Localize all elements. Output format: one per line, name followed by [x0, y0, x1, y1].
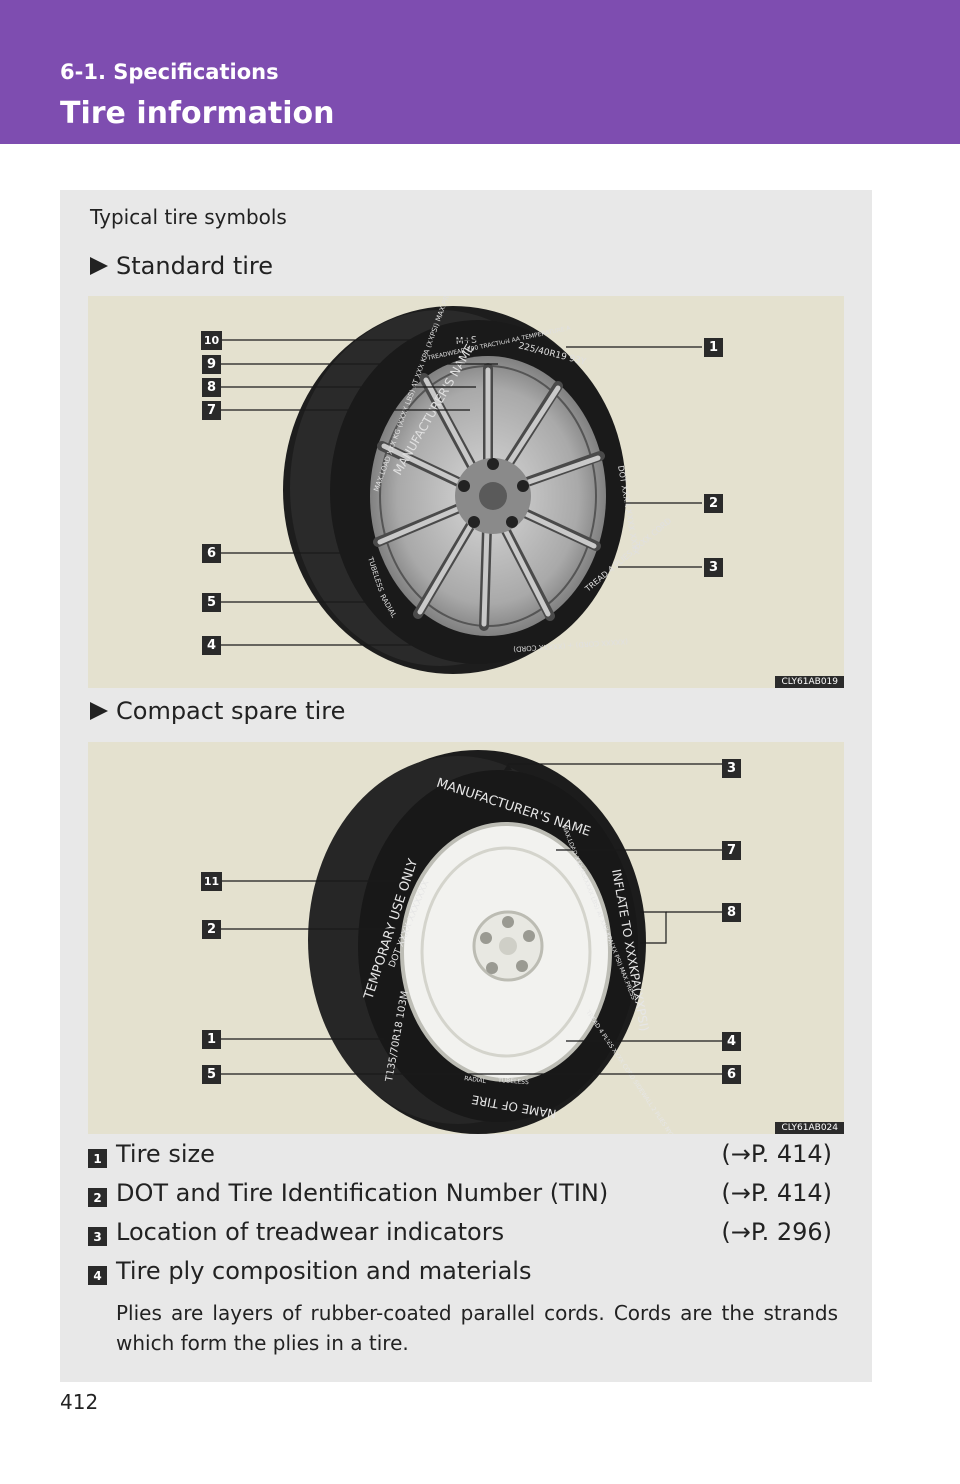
item-number: 1 [88, 1149, 107, 1168]
spare-callout-7: 7 [722, 841, 741, 860]
compact-tire-illustration: MANUFACTURER'S NAME TEMPORARY USE ONLY D… [221, 750, 722, 1134]
item-number: 2 [88, 1188, 107, 1207]
triangle-bullet-icon [90, 702, 108, 720]
leader-lines [221, 339, 702, 646]
page-number: 412 [60, 1390, 99, 1414]
page-reference: (→P. 414) [721, 1179, 832, 1207]
item-label: Location of treadwear indicators [116, 1218, 505, 1246]
spare-leader-lines [221, 763, 722, 1075]
section-label: 6-1. Specifications [60, 60, 279, 84]
standard-tire-figure: 225/40R19 93Y M+S TREADWEAR 200 TRACTION… [88, 296, 844, 688]
sp-tubeless: TUBELESS [497, 1077, 529, 1086]
item-number: 4 [88, 1266, 107, 1285]
list-item: 3 Location of treadwear indicators (→P. … [88, 1218, 832, 1252]
item-label: Tire size [116, 1140, 215, 1168]
compact-tire-label: Compact spare tire [116, 697, 346, 725]
compact-tire-figure: MANUFACTURER'S NAME TEMPORARY USE ONLY D… [88, 742, 844, 1134]
item-label: DOT and Tire Identification Number (TIN) [116, 1179, 609, 1207]
callout-8: 8 [202, 378, 221, 397]
standard-tire-label: Standard tire [116, 252, 273, 280]
item-description: Plies are layers of rubber-coated parall… [116, 1301, 838, 1355]
sw-ms: M+S [456, 336, 478, 347]
spare-lug-nuts [480, 916, 535, 974]
item-number: 3 [88, 1227, 107, 1246]
list-item: 1 Tire size (→P. 414) [88, 1140, 832, 1174]
spare-callout-2: 2 [202, 920, 221, 939]
standard-tire-heading: Standard tire [90, 252, 273, 280]
spare-callout-8: 8 [722, 903, 741, 922]
callout-7: 7 [202, 401, 221, 420]
lexus-emblem-icon [479, 482, 507, 510]
list-item: 2 DOT and Tire Identification Number (TI… [88, 1179, 832, 1213]
figure-code: CLY61AB024 [775, 1122, 844, 1134]
page-reference: (→P. 414) [721, 1140, 832, 1168]
spare-callout-3: 3 [722, 759, 741, 778]
callout-5: 5 [202, 593, 221, 612]
spare-callout-5: 5 [202, 1065, 221, 1084]
list-item: 4 Tire ply composition and materials [88, 1257, 832, 1291]
lug-nuts [458, 458, 529, 528]
callout-10: 10 [201, 331, 222, 350]
spare-callout-6: 6 [722, 1065, 741, 1084]
compact-tire-heading: Compact spare tire [90, 697, 345, 725]
callout-3: 3 [704, 558, 723, 577]
sp-radial: RADIAL [464, 1075, 487, 1085]
standard-tire-illustration: 225/40R19 93Y M+S TREADWEAR 200 TRACTION… [221, 296, 844, 688]
panel-heading: Typical tire symbols [90, 205, 287, 229]
item-label: Tire ply composition and materials [116, 1257, 532, 1285]
callout-2: 2 [704, 494, 723, 513]
page-header: 6-1. Specifications Tire information [0, 0, 960, 144]
callout-9: 9 [202, 355, 221, 374]
callout-1: 1 [704, 338, 723, 357]
page-title: Tire information [60, 96, 335, 131]
callout-6: 6 [202, 544, 221, 563]
spare-callout-1: 1 [202, 1030, 221, 1049]
spare-callout-11: 11 [201, 872, 222, 891]
spare-callout-4: 4 [722, 1032, 741, 1051]
figure-code: CLY61AB019 [775, 676, 844, 688]
callout-4: 4 [202, 636, 221, 655]
triangle-bullet-icon [90, 257, 108, 275]
page-reference: (→P. 296) [721, 1218, 832, 1246]
